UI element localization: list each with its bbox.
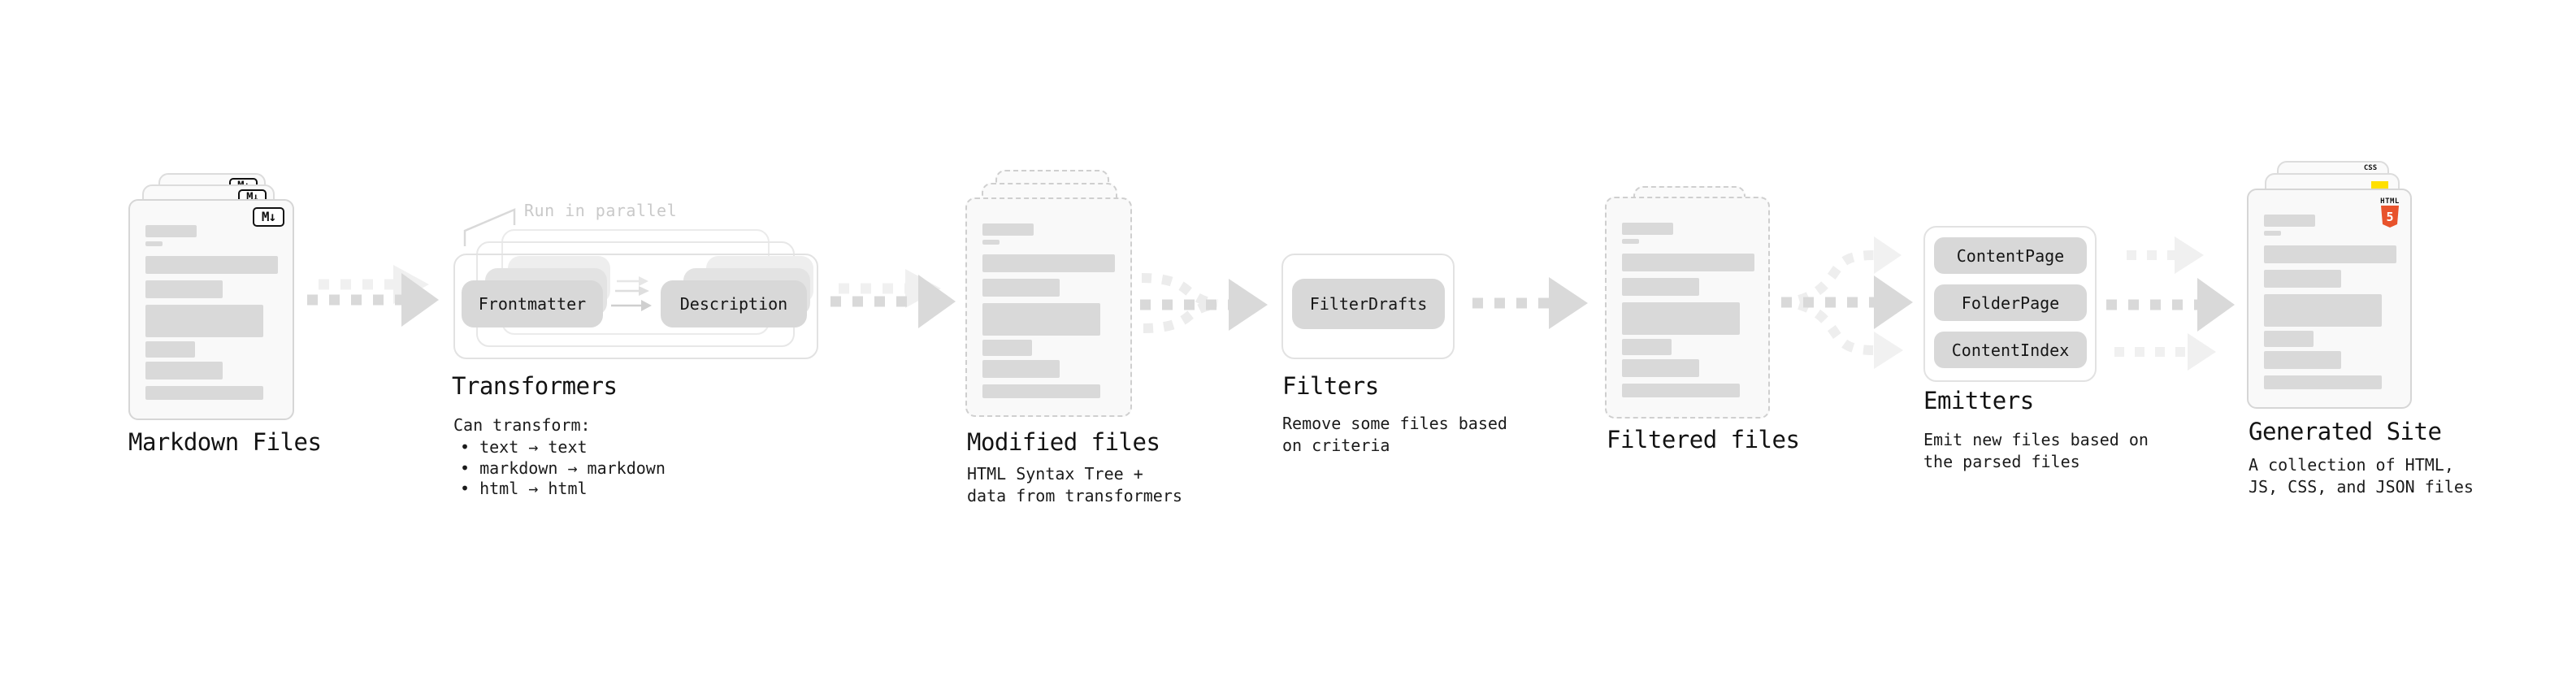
filtered-file-card-front <box>1605 197 1770 419</box>
frontmatter-pill: Frontmatter <box>462 280 603 327</box>
skeleton-bar <box>145 305 263 337</box>
description-pill: Description <box>661 280 807 327</box>
skeleton-bar <box>1622 302 1740 335</box>
transform-bullet: • text → text <box>460 437 588 457</box>
transform-bullet: • markdown → markdown <box>460 458 666 478</box>
skeleton-bar <box>2264 331 2314 347</box>
html5-icon-label: HTML <box>2380 197 2400 206</box>
file-content-skeleton <box>2264 215 2396 389</box>
caption-line: A collection of HTML, <box>2249 455 2454 475</box>
emitters-group: ContentPage FolderPage ContentIndex <box>1923 226 2102 388</box>
skeleton-bar <box>2264 215 2315 227</box>
arrow-emitters-to-generated <box>2106 236 2235 371</box>
modified-files-title: Modified files <box>967 428 1160 456</box>
transform-bullet: • html → html <box>460 479 588 498</box>
css-icon-label: CSS <box>2363 164 2378 172</box>
skeleton-bar <box>145 280 223 298</box>
filters-caption: Remove some files based on criteria <box>1282 413 1507 456</box>
skeleton-bar <box>2264 231 2281 236</box>
skeleton-bar <box>1622 254 1754 271</box>
caption-line: data from transformers <box>967 485 1182 505</box>
transformers-group: Frontmatter Description <box>453 229 827 375</box>
skeleton-bar <box>1622 239 1639 244</box>
caption-line: Remove some files based <box>1282 414 1507 433</box>
skeleton-bar <box>982 340 1032 356</box>
filtered-files-stack <box>1605 186 1784 422</box>
skeleton-bar <box>2264 245 2396 263</box>
skeleton-bar <box>982 384 1100 398</box>
skeleton-bar <box>982 360 1060 378</box>
arrow-markdown-to-transformers <box>307 265 439 327</box>
caption-line: on criteria <box>1282 435 1390 455</box>
generated-site-caption: A collection of HTML, JS, CSS, and JSON … <box>2249 454 2474 497</box>
generated-site-stack: CSS HTML 5 <box>2247 161 2426 413</box>
skeleton-bar <box>145 256 278 274</box>
markdown-file-card-front: M↓ <box>128 199 294 420</box>
svg-text:5: 5 <box>2386 210 2393 224</box>
html5-icon: HTML 5 <box>2379 197 2400 231</box>
folderpage-pill: FolderPage <box>1934 284 2087 321</box>
file-content-skeleton <box>145 225 278 400</box>
caption-line: JS, CSS, and JSON files <box>2249 476 2474 497</box>
modified-files-stack <box>965 170 1144 422</box>
caption-line: HTML Syntax Tree + <box>967 464 1143 484</box>
skeleton-bar <box>1622 223 1673 235</box>
transformers-bullets: • text → text • markdown → markdown • ht… <box>460 437 666 500</box>
generated-site-title: Generated Site <box>2249 418 2442 445</box>
skeleton-bar <box>2264 375 2382 389</box>
markdown-files-title: Markdown Files <box>128 428 322 456</box>
contentpage-pill: ContentPage <box>1934 237 2087 274</box>
skeleton-bar <box>1622 384 1740 397</box>
filters-group: FilterDrafts <box>1281 254 1460 363</box>
run-in-parallel-annotation: Run in parallel <box>524 201 678 220</box>
transformers-caption: Can transform: <box>453 415 591 435</box>
filterdrafts-pill: FilterDrafts <box>1292 279 1445 329</box>
skeleton-bar <box>145 386 263 400</box>
skeleton-bar <box>145 225 197 237</box>
filters-title: Filters <box>1282 372 1379 400</box>
skeleton-bar <box>145 362 223 380</box>
emitters-title: Emitters <box>1923 387 2034 414</box>
file-content-skeleton <box>1622 223 1754 397</box>
arrow-modified-to-filters <box>1140 273 1268 333</box>
filtered-files-title: Filtered files <box>1607 426 1800 453</box>
caption-line: the parsed files <box>1923 451 2080 471</box>
js-icon <box>2371 181 2388 190</box>
transformers-title: Transformers <box>452 372 618 400</box>
skeleton-bar <box>982 223 1034 236</box>
html-file-card: HTML 5 <box>2247 189 2412 409</box>
contentindex-pill: ContentIndex <box>1934 332 2087 368</box>
skeleton-bar <box>145 241 163 246</box>
skeleton-bar <box>1622 359 1699 377</box>
skeleton-bar <box>982 303 1100 336</box>
skeleton-bar <box>2264 270 2341 288</box>
skeleton-bar <box>2264 294 2382 327</box>
skeleton-bar <box>145 341 195 358</box>
skeleton-bar <box>982 279 1060 297</box>
modified-file-card-front <box>965 197 1132 417</box>
skeleton-bar <box>982 240 1000 245</box>
modified-files-caption: HTML Syntax Tree + data from transformer… <box>967 463 1182 506</box>
markdown-icon: M↓ <box>253 207 284 227</box>
arrow-filters-to-filtered <box>1472 277 1588 329</box>
markdown-files-stack: M↓ M↓ M↓ <box>128 173 307 425</box>
html5-shield: 5 <box>2381 206 2399 228</box>
skeleton-bar <box>982 254 1115 272</box>
arrow-transformers-to-modified <box>830 269 956 328</box>
file-content-skeleton <box>982 223 1115 398</box>
emitters-caption: Emit new files based on the parsed files <box>1923 429 2149 472</box>
skeleton-bar <box>2264 351 2341 369</box>
skeleton-bar <box>1622 278 1699 296</box>
caption-line: Emit new files based on <box>1923 430 2149 449</box>
arrow-filtered-to-emitters <box>1781 236 1913 369</box>
skeleton-bar <box>1622 339 1672 355</box>
transformer-container-front <box>453 254 818 359</box>
